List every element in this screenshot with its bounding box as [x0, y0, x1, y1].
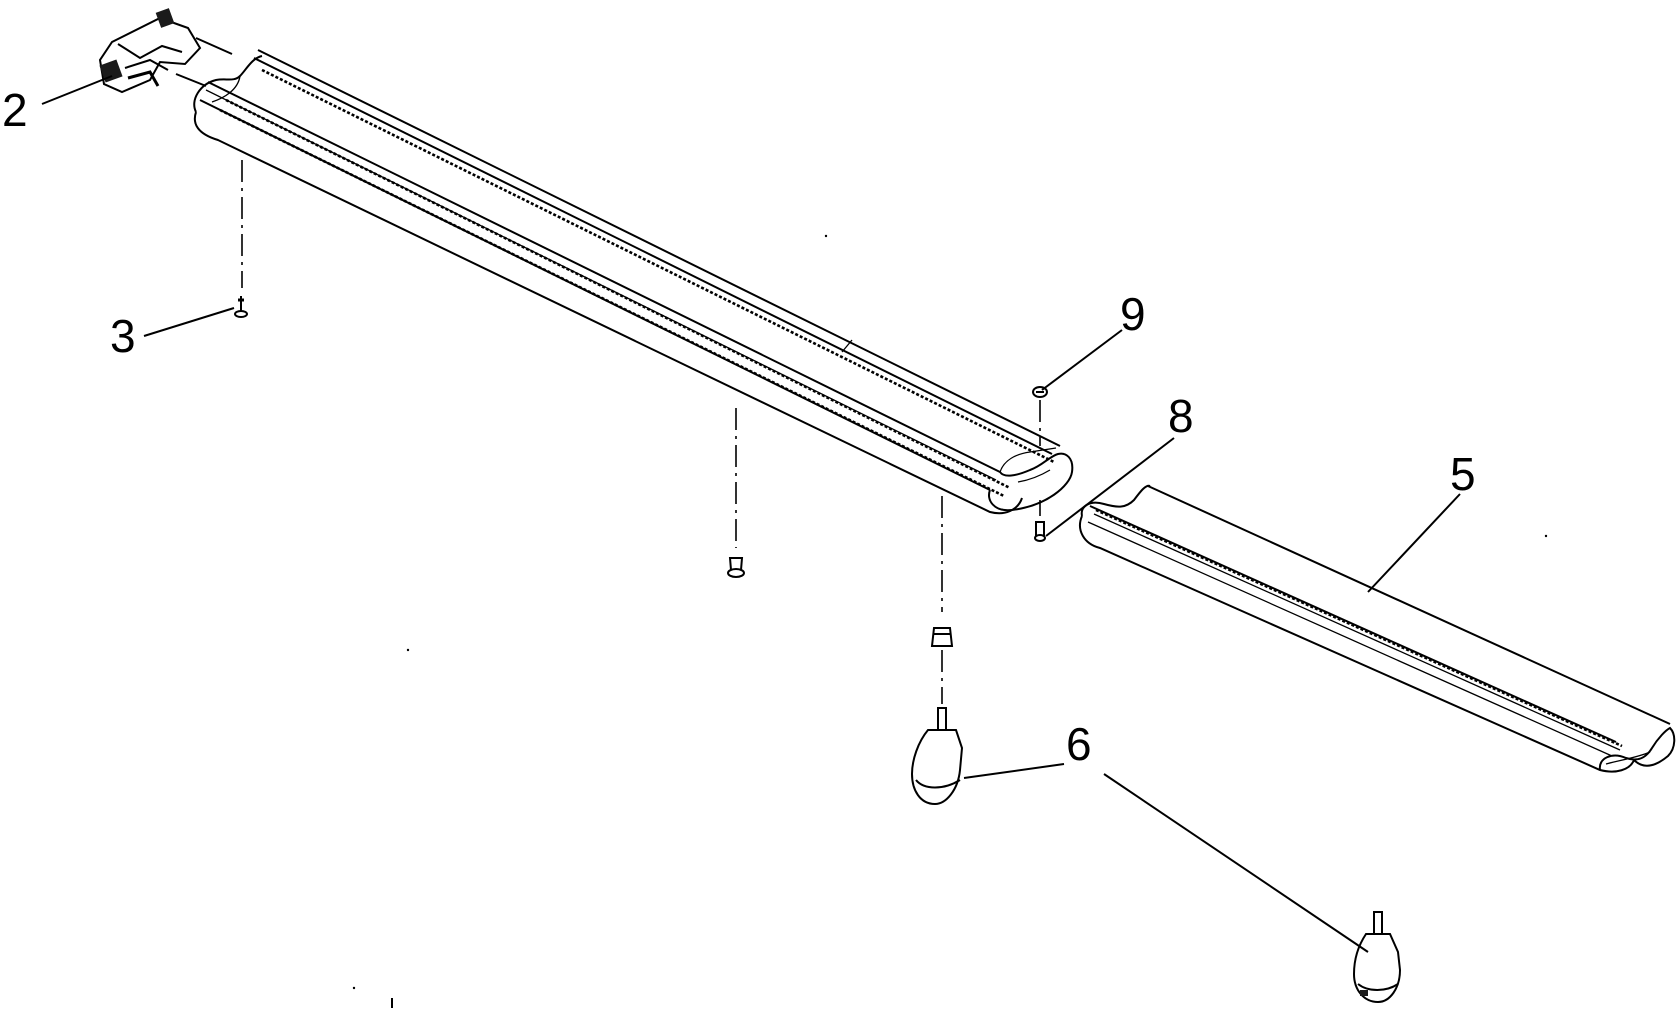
callout-6: 6 [1066, 718, 1092, 770]
callout-2: 2 [2, 84, 28, 136]
screw-middle [727, 408, 745, 578]
scan-specks [352, 234, 1548, 1008]
foot-rear [1352, 911, 1402, 1004]
rail-section [1079, 484, 1676, 773]
end-cap-bracket [98, 8, 233, 94]
main-rail [193, 49, 1074, 515]
leg-insert [930, 496, 954, 704]
callout-8: 8 [1168, 390, 1194, 442]
screw-left [234, 160, 248, 318]
leader-lines [41, 75, 1461, 953]
pin-top [1032, 386, 1048, 446]
pin-bottom [1034, 500, 1046, 542]
foot-front [910, 707, 964, 806]
callout-9: 9 [1120, 288, 1146, 340]
callout-3: 3 [110, 310, 136, 362]
callout-5: 5 [1450, 448, 1476, 500]
